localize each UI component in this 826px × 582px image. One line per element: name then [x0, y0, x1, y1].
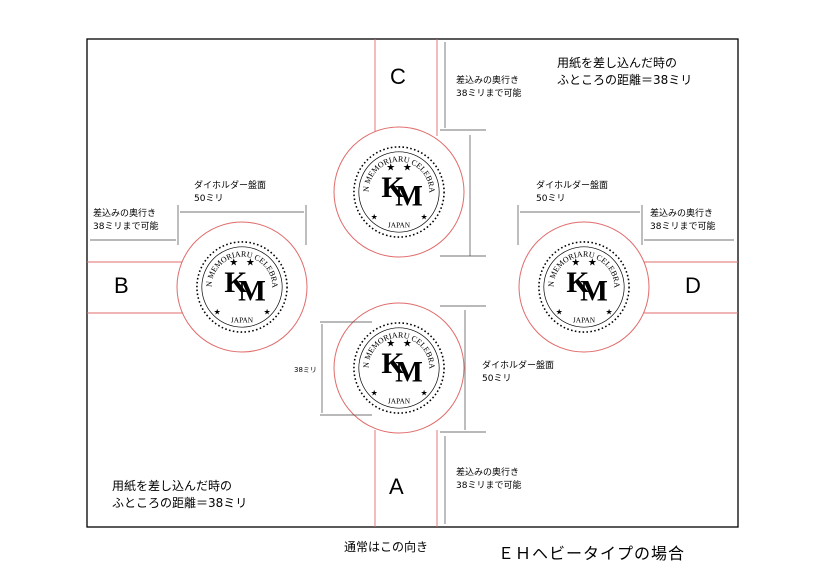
holder-note-center: ダイホルダー盤面 50ミリ	[482, 361, 555, 384]
slot-left-outline	[87, 261, 185, 314]
dimension-lines	[90, 42, 734, 524]
slot-outlines	[87, 39, 738, 527]
slot-bottom-outline	[374, 430, 438, 527]
slot-right-outline	[640, 261, 738, 314]
depth-note-bottom: 差込みの奥行き 38ミリまで可能	[456, 468, 522, 491]
slot-letter-left: B	[114, 273, 129, 298]
slot-top-outline	[374, 39, 438, 136]
holder-note-left: ダイホルダー盤面 50ミリ	[194, 181, 267, 204]
mm38-note: 38ミリ	[294, 366, 317, 374]
page-title: ＥＨヘビータイプの場合	[498, 544, 686, 563]
depth-note-right: 差込みの奥行き 38ミリまで可能	[650, 209, 716, 232]
seal-left	[196, 241, 288, 333]
holder-note-right: ダイホルダー盤面 50ミリ	[536, 181, 609, 204]
seal-top	[353, 146, 445, 238]
depth-note-top: 差込みの奥行き 38ミリまで可能	[456, 76, 522, 99]
seal-bottom	[353, 322, 445, 414]
slot-letter-bottom: A	[389, 474, 404, 499]
orientation-note: 通常はこの向き	[344, 540, 429, 554]
slot-letter-right: D	[685, 273, 701, 298]
depth-note-left: 差込みの奥行き 38ミリまで可能	[93, 209, 159, 232]
slot-letter-top: C	[390, 64, 406, 89]
distance-note-top: 用紙を差し込んだ時の ふところの距離＝38ミリ	[557, 56, 693, 87]
distance-note-bottom: 用紙を差し込んだ時の ふところの距離＝38ミリ	[112, 479, 248, 510]
seal-right	[538, 241, 630, 333]
paper-frame	[86, 38, 739, 528]
